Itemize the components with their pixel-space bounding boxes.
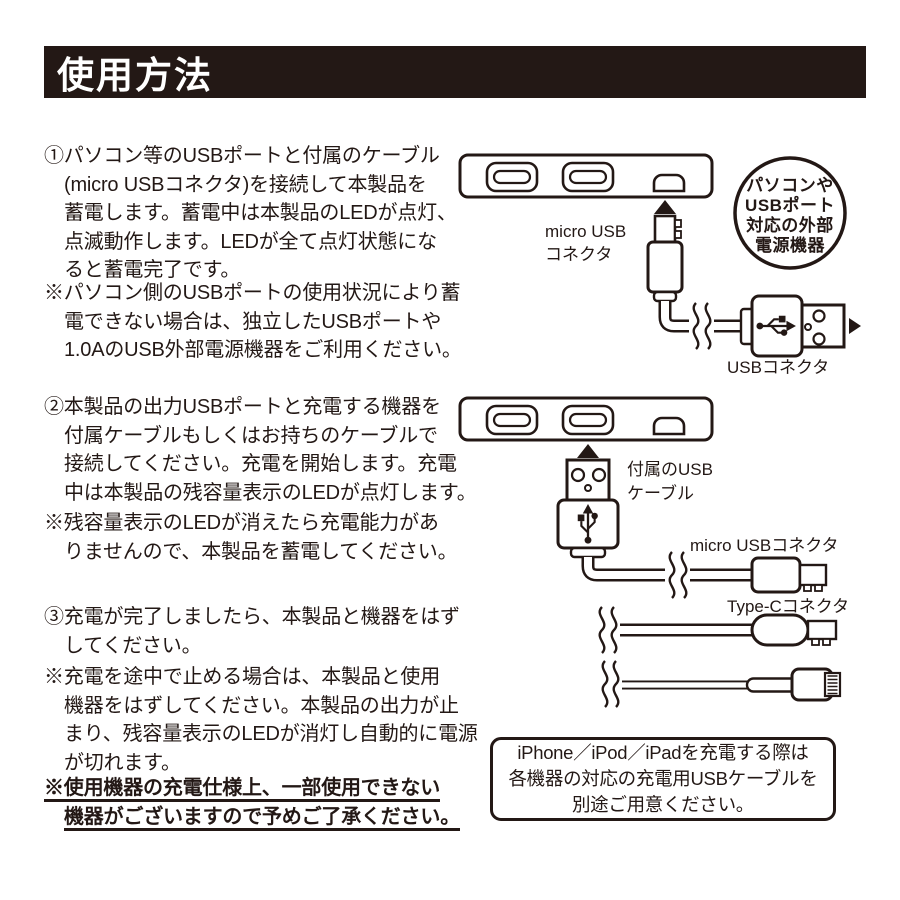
label-type-c-connector: Type-Cコネクタ xyxy=(727,597,849,616)
instruction-note-2: ※残容量表示のLEDが消えたら充電能力があ りませんので、本製品を蓄電してくださ… xyxy=(44,512,458,563)
bubble-line: 電源機器 xyxy=(755,235,825,255)
bubble-line: USBポート xyxy=(745,195,835,215)
type-c-connector-notch xyxy=(811,638,820,646)
usb-plug-hole xyxy=(570,467,586,483)
micro-usb-plug-notch xyxy=(674,219,682,228)
label-micro-usb: micro USB xyxy=(545,222,626,241)
usb-a-port-1-slot xyxy=(492,169,532,185)
type-c-connector-body xyxy=(750,613,810,647)
micro-usb-port xyxy=(652,416,686,436)
cable-break-icon xyxy=(610,605,618,655)
label-usb-connector: USBコネクタ xyxy=(727,358,829,377)
micro-usb-plug-notch xyxy=(674,230,682,239)
micro-usb-plug-body xyxy=(646,240,684,294)
type-c-connector-tip xyxy=(806,619,838,641)
instruction-step-2: ②本製品の出力USBポートと充電する機器を 付属ケーブルもしくはお持ちのケーブル… xyxy=(44,396,477,504)
usb-plug-hole xyxy=(812,309,826,323)
instruction-step-1: ①パソコン等のUSBポートと付属のケーブル (micro USBコネクタ)を接続… xyxy=(44,145,457,281)
cable-break-icon xyxy=(601,659,609,709)
arrow-up-icon xyxy=(577,444,599,458)
label-included-cable: ケーブル xyxy=(627,483,694,503)
diagram-charge-from-pc: micro USB コネクタ USBコネクタ パソコンや USBポート 対応の外… xyxy=(458,153,861,377)
instruction-note-3: ※充電を途中で止める場合は、本製品と使用 機器をはずしてください。本製品の出力が… xyxy=(44,666,478,774)
diagram-charge-device: 付属のUSB ケーブル micro USBコネクタ Type-Cコネクタ xyxy=(458,396,849,709)
lightning-contacts xyxy=(827,675,838,695)
micro-usb-connector-body xyxy=(750,556,802,594)
arrow-up-icon xyxy=(654,200,676,214)
usb-plug-hole-small xyxy=(584,484,592,492)
iphone-cable-notice-box: iPhone／iPod／iPadを充電する際は 各機器の対応の充電用USBケーブ… xyxy=(490,737,836,821)
usb-plug-hole xyxy=(591,467,607,483)
arrow-right-icon xyxy=(849,318,861,334)
usb-a-plug-neck xyxy=(569,546,607,559)
bubble-line: 対応の外部 xyxy=(745,215,834,235)
micro-usb-plug-tip xyxy=(653,214,677,244)
label-micro-usb-connector: micro USBコネクタ xyxy=(690,536,839,555)
usb-plug-hole xyxy=(812,332,826,346)
label-micro-usb: コネクタ xyxy=(545,245,612,264)
instruction-step-3: ③充電が完了しましたら、本製品と機器をはず してください。 xyxy=(44,606,460,657)
instruction-note-warning: ※使用機器の充電仕様上、一部使用できない 機器がございますので予めご了承ください… xyxy=(44,777,460,828)
iphone-cable-notice-text: iPhone／iPod／iPadを充電する際は 各機器の対応の充電用USBケーブ… xyxy=(508,742,818,815)
instruction-note-1: ※パソコン側のUSBポートの使用状況により蓄 電できない場合は、独立したUSBポ… xyxy=(44,282,462,361)
label-included-cable: 付属のUSB xyxy=(627,460,713,479)
cable-break-icon xyxy=(612,659,620,709)
micro-usb-connector-tip xyxy=(798,563,828,587)
micro-usb-connector-notch xyxy=(803,584,812,592)
cable-break-icon xyxy=(598,605,606,655)
micro-usb-connector-notch xyxy=(814,584,823,592)
micro-usb-plug-neck xyxy=(652,290,678,303)
usb-a-port-2-slot xyxy=(568,169,608,185)
section-title: 使用方法 xyxy=(57,55,213,96)
section-header: 使用方法 xyxy=(44,46,866,98)
usb-plug-hole-small xyxy=(804,323,812,331)
usb-a-port-2-slot xyxy=(568,412,608,428)
cable-break-gap xyxy=(665,559,690,592)
type-c-connector-notch xyxy=(822,638,831,646)
cable-break-gap xyxy=(689,310,714,343)
micro-usb-port xyxy=(652,173,686,193)
bubble-line: パソコンや xyxy=(746,176,834,195)
usb-a-port-1-slot xyxy=(492,412,532,428)
power-source-bubble xyxy=(733,156,847,270)
